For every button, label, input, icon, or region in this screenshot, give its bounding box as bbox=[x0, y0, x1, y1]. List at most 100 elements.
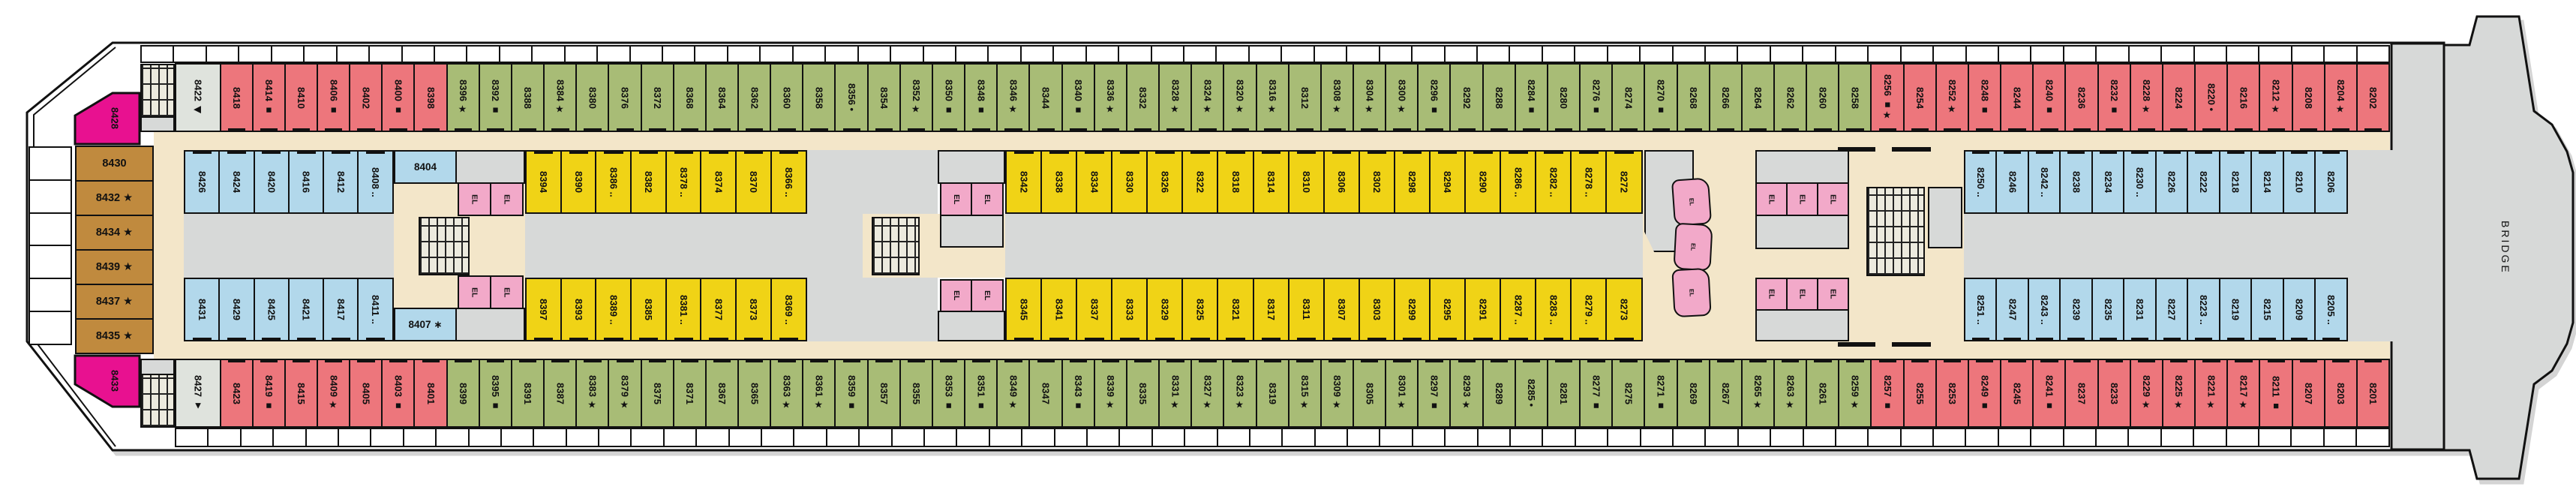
cabin-8358: 8358 bbox=[802, 63, 836, 132]
cabin-8298: 8298 bbox=[1393, 150, 1431, 214]
balcony-box bbox=[401, 45, 435, 63]
cabin-number: 8416 bbox=[300, 171, 312, 193]
balcony-box bbox=[1281, 428, 1316, 447]
balcony-box bbox=[1509, 45, 1543, 63]
balcony-box bbox=[1965, 45, 1999, 63]
cabin-number: 8365 bbox=[749, 382, 761, 404]
cabin-number: 8425 bbox=[266, 299, 278, 320]
cabin-8378: 8378 .. bbox=[665, 150, 702, 214]
cabin-number: 8395 ■ bbox=[490, 375, 502, 411]
cabin-number: 8253 bbox=[1947, 382, 1959, 404]
cabin-8368: 8368 bbox=[672, 63, 707, 132]
cabin-8434: 8434 ★ bbox=[75, 214, 154, 251]
cabin-8206: 8206 bbox=[2313, 150, 2348, 214]
cabin-number: 8320 ★ bbox=[1234, 80, 1246, 116]
balcony-box bbox=[1346, 45, 1380, 63]
cabin-number: 8261 bbox=[1817, 382, 1829, 404]
balcony-box bbox=[402, 428, 437, 447]
balcony-box bbox=[662, 428, 698, 447]
balcony-box bbox=[662, 45, 696, 63]
cabin-number: 8314 bbox=[1265, 171, 1277, 193]
cabin-number: 8274 bbox=[1623, 86, 1635, 109]
cabin-number: 8204 ★ bbox=[2334, 80, 2346, 116]
cabin-number: 8262 bbox=[1785, 86, 1797, 109]
cabin-number: 8420 bbox=[266, 171, 278, 193]
cabin-8216: 8216 bbox=[2226, 63, 2261, 132]
cabin-number: 8348 ■ bbox=[975, 80, 987, 116]
cabin-8319: 8319 bbox=[1255, 359, 1290, 428]
balcony-box bbox=[205, 45, 240, 63]
cabin-8416: 8416 bbox=[287, 150, 325, 214]
cabin-number: 8281 bbox=[1558, 382, 1570, 404]
cabin-8343: 8343 ■ bbox=[1061, 359, 1096, 428]
cabin-8280: 8280 bbox=[1546, 63, 1581, 132]
cabin-8299: 8299 bbox=[1393, 278, 1431, 341]
stairs-aft-port-icon bbox=[140, 64, 175, 118]
cabin-8391: 8391 bbox=[510, 359, 545, 428]
cabin-8247: 8247 bbox=[1995, 278, 2030, 341]
balcony-box bbox=[1737, 45, 1771, 63]
balcony-strip-top bbox=[140, 45, 2391, 63]
balcony-box bbox=[467, 428, 502, 447]
cabin-number: 8291 bbox=[1477, 299, 1489, 320]
balcony-box bbox=[1216, 428, 1250, 447]
balcony-box bbox=[890, 428, 925, 447]
aft-lobby-room-top bbox=[455, 150, 525, 184]
cabin-number: 8382 bbox=[643, 171, 655, 193]
cabin-number: 8307 bbox=[1335, 299, 1347, 320]
elevator: EL bbox=[971, 279, 1004, 312]
cabin-number: 8384 ★ bbox=[554, 80, 566, 116]
balcony-box bbox=[370, 428, 404, 447]
cabin-number: 8285 • bbox=[1526, 379, 1538, 407]
balcony-box bbox=[1802, 45, 1836, 63]
cabin-8339: 8339 ★ bbox=[1093, 359, 1128, 428]
cabin-8325: 8325 bbox=[1181, 278, 1219, 341]
balcony-box bbox=[1085, 428, 1121, 447]
cabin-number: 8411 .. bbox=[370, 294, 382, 325]
cabin-8230: 8230 .. bbox=[2123, 150, 2157, 214]
cabin-8377: 8377 bbox=[700, 278, 737, 341]
cabin-number: 8294 bbox=[1442, 171, 1454, 193]
cabin-number: 8363 ★ bbox=[781, 375, 793, 411]
cabin-8248: 8248 ■ bbox=[1967, 63, 2002, 132]
cabin-number: 8229 ★ bbox=[2141, 375, 2153, 411]
cabin-number: 8335 bbox=[1137, 382, 1149, 404]
cabin-number: 8293 ★ bbox=[1461, 375, 1473, 411]
cabin-8374: 8374 bbox=[700, 150, 737, 214]
elevator: EL bbox=[1816, 278, 1849, 311]
cabin-8243: 8243 .. bbox=[2027, 278, 2061, 341]
cabin-8432: 8432 ★ bbox=[75, 179, 154, 217]
cabin-8252: 8252 ★ bbox=[1935, 63, 1970, 132]
cabin-8207: 8207 bbox=[2291, 359, 2326, 428]
cabin-number: 8361 ★ bbox=[813, 375, 825, 411]
cabin-8234: 8234 bbox=[2091, 150, 2125, 214]
balcony-box bbox=[1248, 428, 1283, 447]
balcony-box bbox=[2225, 428, 2259, 447]
cabin-number: 8393 bbox=[572, 299, 584, 320]
cabin-8208: 8208 bbox=[2291, 63, 2326, 132]
cabin-number: 8209 bbox=[2293, 299, 2305, 320]
balcony-box bbox=[1997, 428, 2032, 447]
cabin-number: 8251 .. bbox=[1974, 294, 1986, 325]
cabin-number: 8280 bbox=[1558, 86, 1570, 109]
cabin-number: 8330 bbox=[1124, 171, 1136, 193]
balcony-box bbox=[630, 428, 665, 447]
cabin-8318: 8318 bbox=[1217, 150, 1255, 214]
mid-lobby-room-bottom bbox=[938, 311, 1005, 341]
balcony-box bbox=[140, 45, 175, 63]
cabin-number: 8340 ■ bbox=[1072, 80, 1084, 116]
cabin-8294: 8294 bbox=[1428, 150, 1467, 214]
cabin-8422: 8422 ◀ bbox=[175, 63, 221, 132]
cabin-number: 8266 bbox=[1720, 86, 1732, 109]
cabin-number: 8317 bbox=[1265, 299, 1277, 320]
balcony-box bbox=[1769, 45, 1804, 63]
cabin-8286: 8286 .. bbox=[1500, 150, 1537, 214]
cabin-number: 8350 ■ bbox=[943, 80, 955, 116]
balcony-box bbox=[1347, 428, 1381, 447]
cabin-number: 8387 bbox=[554, 382, 566, 404]
cabin-8249: 8249 ■ bbox=[1967, 359, 2002, 428]
